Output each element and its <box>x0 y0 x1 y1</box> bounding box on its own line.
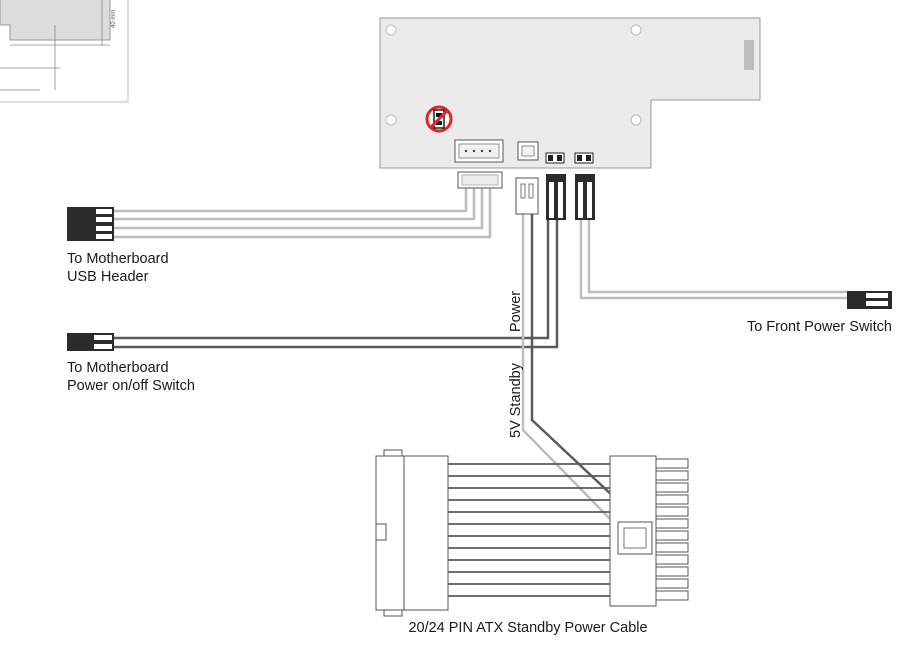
mb-switch-label-line1: To Motherboard <box>67 360 169 376</box>
board-two-pin-plugs <box>515 174 595 220</box>
mb-switch-label-line2: Power on/off Switch <box>67 378 195 394</box>
front-power-wires <box>579 220 847 300</box>
standby-wires <box>521 214 616 525</box>
usb-label-line2: USB Header <box>67 269 149 285</box>
atx-cable-label: 20/24 PIN ATX Standby Power Cable <box>408 620 647 636</box>
usb-header-connector <box>67 207 114 241</box>
dimension-inset: 40 mm <box>0 0 129 103</box>
mb-power-switch-connector <box>67 333 114 351</box>
power-wire-label: Power <box>508 291 524 332</box>
circuit-board <box>379 17 761 169</box>
front-power-connector <box>847 291 892 309</box>
atx-connector <box>375 449 689 617</box>
no-jumper-prohibited-icon <box>425 105 453 133</box>
standby-wire-label: 5V Standby <box>508 362 524 438</box>
usb-label-line1: To Motherboard <box>67 251 169 267</box>
mb-power-switch-wires <box>114 220 559 349</box>
usb-cable-wires <box>114 188 492 239</box>
front-power-label: To Front Power Switch <box>747 319 892 335</box>
dimension-label: 40 mm <box>111 10 117 28</box>
